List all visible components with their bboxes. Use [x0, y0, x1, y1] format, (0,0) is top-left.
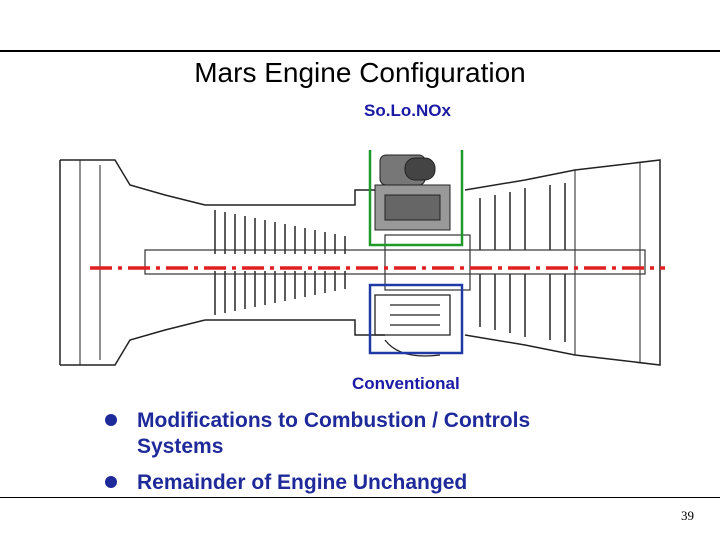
bullet-dot-icon — [105, 414, 117, 426]
solonox-label: So.Lo.NOx — [364, 101, 451, 120]
bullet-text: Modifications to Combustion / Controls S… — [137, 409, 531, 458]
bullet-text: Remainder of Engine Unchanged — [137, 471, 468, 494]
bullet-item: Modifications to Combustion / Controls S… — [105, 408, 617, 460]
conventional-label: Conventional — [352, 374, 460, 393]
bullet-list: Modifications to Combustion / Controls S… — [105, 408, 617, 506]
slide-title: Mars Engine Configuration — [194, 57, 526, 88]
top-rule — [0, 50, 720, 52]
bullet-dot-icon — [105, 476, 117, 488]
bullet-item: Remainder of Engine Unchanged — [105, 470, 617, 496]
bottom-rule — [0, 497, 720, 498]
engine-cross-section-diagram — [59, 150, 665, 366]
page-number: 39 — [681, 508, 694, 523]
